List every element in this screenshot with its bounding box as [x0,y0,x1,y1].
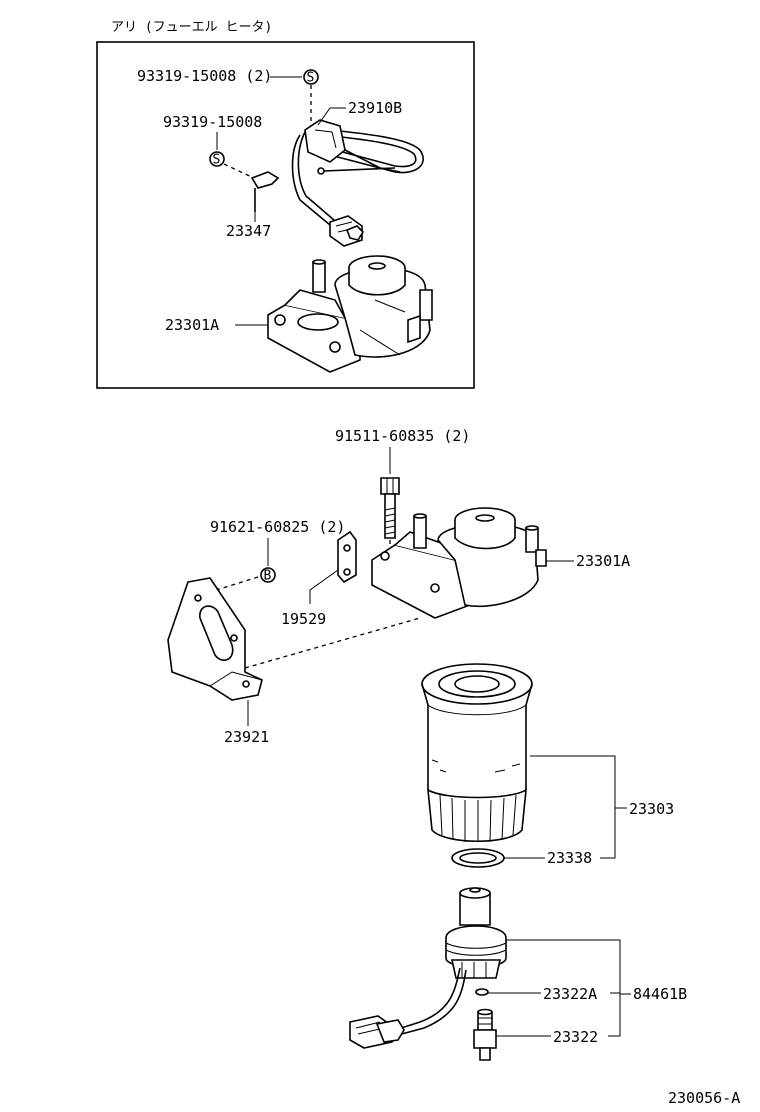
label-housing-23301A: 23301A [576,552,630,570]
label-sensor-assy-84461B: 84461B [633,985,687,1003]
label-bolt-91511-60835: 91511-60835 (2) [335,427,470,445]
label-filter-23303: 23303 [629,800,674,818]
small-bracket-drawing [337,530,357,584]
leader-sensor-assy [506,939,631,1037]
label-screw-93319-15008-2: 93319-15008 (2) [137,67,272,85]
clamp-drawing [250,171,280,212]
label-clamp-23347: 23347 [226,222,271,240]
leader-filter [530,755,627,859]
mounting-bracket-drawing [167,577,263,701]
diagram-code: 230056-A [668,1089,740,1107]
fuel-heater-drawing [291,119,424,247]
fuel-filter-drawing [421,663,533,843]
label-housing-inset-23301A: 23301A [165,316,219,334]
inset-panel: S S [96,41,475,389]
screw-badge-left: S [209,151,225,168]
bolt-drawing [380,477,400,539]
label-screw-93319-15008: 93319-15008 [163,113,262,131]
filter-housing-drawing [371,507,547,619]
leader-heater [317,107,346,126]
svg-text:B: B [264,569,272,584]
label-oring-23322A: 23322A [543,985,597,1003]
water-sensor-drawing [349,887,507,1049]
main-exploded-view: 91511-60835 (2) 91621-60825 (2) B 19529 [167,427,687,1061]
gasket-drawing [451,848,505,868]
svg-text:S: S [213,153,221,168]
header-caption: アリ (フューエル ヒータ) [111,20,272,35]
nut-badge: B [260,567,276,584]
label-sensor-23322: 23322 [553,1028,598,1046]
label-heater-23910B: 23910B [348,99,402,117]
inset-frame [96,41,475,389]
label-bracket-19529: 19529 [281,610,326,628]
leader-bracket-housing [244,617,421,669]
label-bracket-23921: 23921 [224,728,269,746]
label-nut-91621-60825: 91621-60825 (2) [210,518,345,536]
oring-drawing [475,988,489,996]
leader-bracket-19529 [309,569,339,604]
svg-text:S: S [307,71,315,86]
label-gasket-23338: 23338 [547,849,592,867]
filter-housing-inset-drawing [267,255,433,373]
screw-badge-top: S [303,69,319,86]
sensor-probe-drawing [473,1008,497,1061]
